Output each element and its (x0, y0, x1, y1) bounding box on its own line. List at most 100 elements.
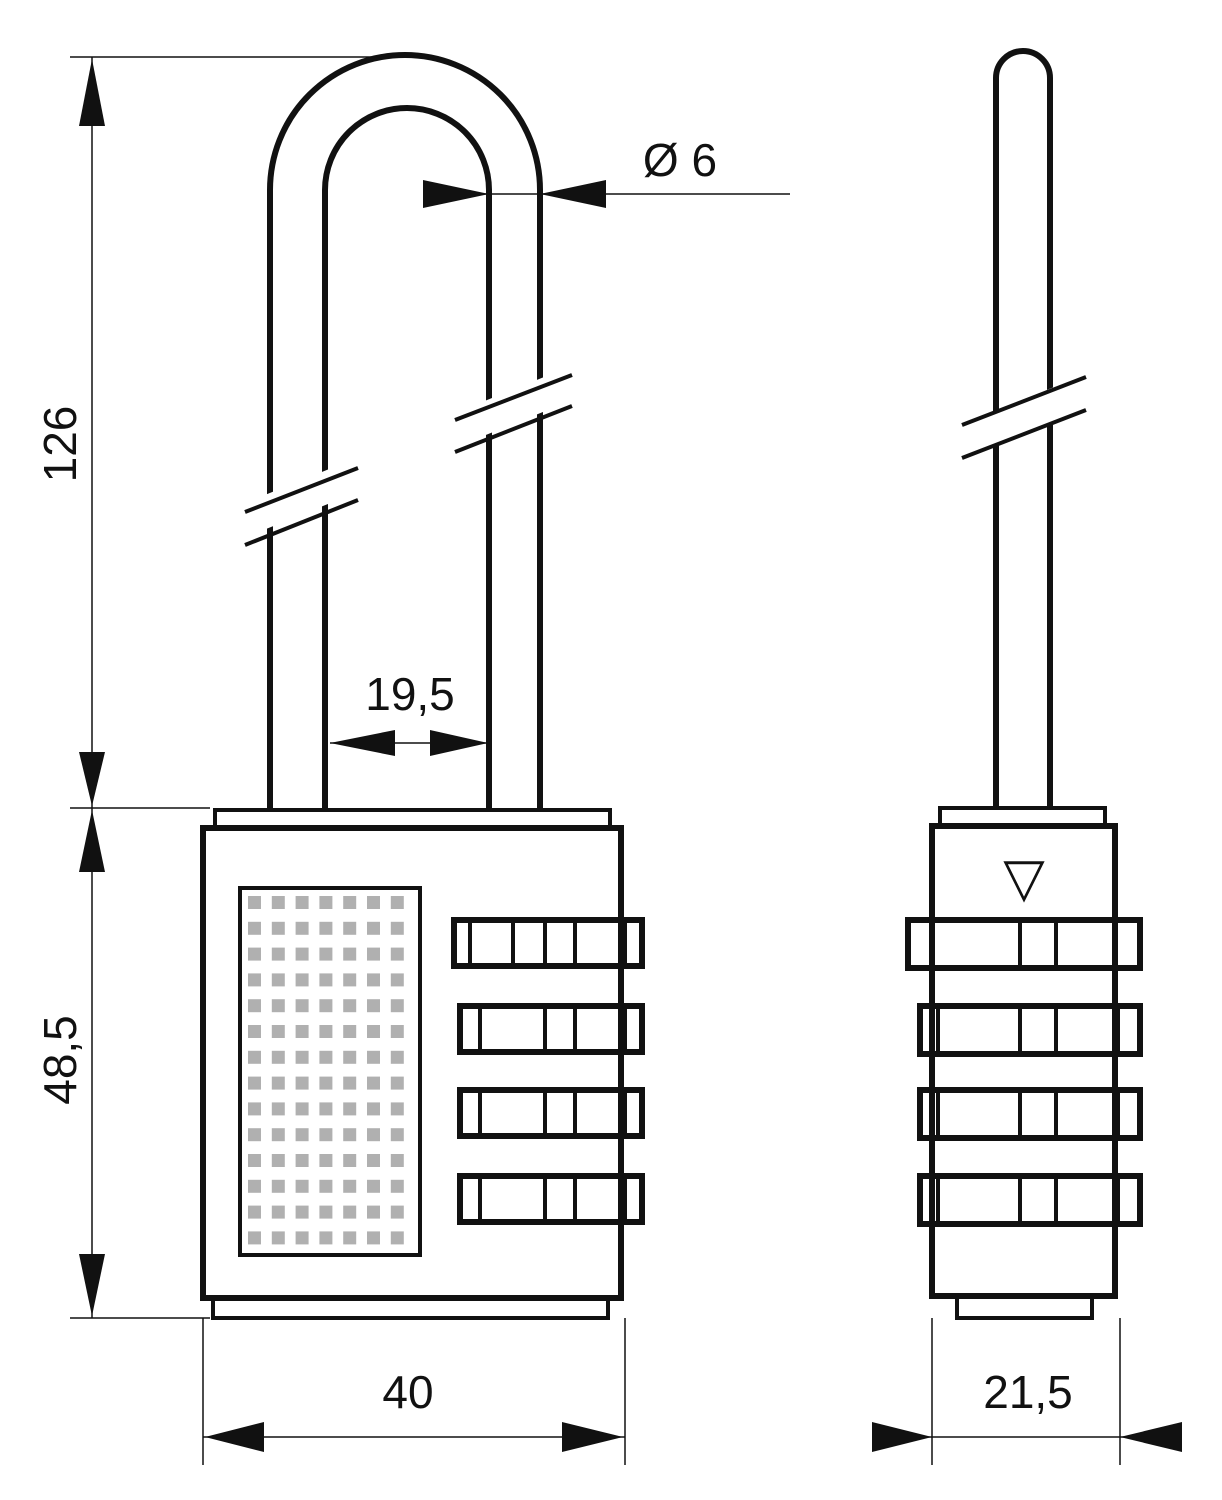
grip-square (343, 1050, 357, 1064)
label-body-depth: 21,5 (983, 1366, 1073, 1418)
grip-square (271, 999, 285, 1013)
label-body-width: 40 (382, 1366, 433, 1418)
grip-square (271, 1076, 285, 1090)
grip-square (343, 1076, 357, 1090)
grip-square (248, 1025, 261, 1038)
grip-square (248, 1102, 261, 1116)
lock-body (200, 825, 624, 1301)
grip-square (271, 1154, 285, 1167)
label-shackle-inner-width: 19,5 (365, 668, 455, 720)
grip-square (271, 973, 285, 987)
grip-square (367, 999, 380, 1013)
grip-square (271, 1128, 285, 1142)
grip-square (248, 1231, 261, 1245)
grip-square (248, 1076, 261, 1090)
grip-square (367, 973, 380, 987)
grip-square (343, 1128, 357, 1142)
grip-square (319, 1231, 333, 1245)
side-shackle-break (958, 375, 1092, 460)
grip-square (367, 1102, 380, 1116)
grip-panel (238, 886, 422, 1257)
grip-square (390, 1102, 404, 1116)
side-shackle (993, 48, 1053, 810)
grip-square (319, 921, 333, 935)
wheel-front-1 (451, 917, 645, 969)
shackle-outer (267, 52, 543, 808)
grip-square (367, 1231, 380, 1245)
grip-square (390, 947, 404, 961)
grip-square (271, 1205, 285, 1219)
grip-square (343, 896, 357, 909)
grip-square (343, 1102, 357, 1116)
grip-texture (248, 896, 404, 1245)
dim-shackle-inner-width: 19,5 (330, 668, 488, 756)
grip-square (295, 1154, 309, 1167)
grip-square (319, 1076, 333, 1090)
grip-square (271, 1102, 285, 1116)
shackle-inner (322, 105, 492, 808)
wheel-front-3 (457, 1087, 645, 1139)
label-shackle-length: 126 (34, 406, 86, 483)
grip-square (319, 1154, 333, 1167)
grip-square (367, 1050, 380, 1064)
grip-square (367, 947, 380, 961)
grip-square (367, 896, 380, 909)
grip-square (248, 896, 261, 909)
combination-wheels-side (905, 917, 1143, 1227)
grip-square (367, 1076, 380, 1090)
grip-square (390, 1050, 404, 1064)
grip-square (271, 1025, 285, 1038)
grip-square (319, 1179, 333, 1193)
grip-square (343, 1205, 357, 1219)
grip-square (343, 921, 357, 935)
dim-body-depth: 21,5 (872, 1366, 1182, 1452)
wheel-side-1 (905, 917, 1143, 971)
shackle-break-right (448, 366, 582, 454)
grip-square (248, 1154, 261, 1167)
dim-body-height: 48,5 (34, 808, 105, 1318)
grip-square (248, 921, 261, 935)
grip-square (343, 973, 357, 987)
grip-square (390, 921, 404, 935)
grip-square (271, 1179, 285, 1193)
wheel-side-2 (917, 1003, 1143, 1057)
grip-square (367, 1154, 380, 1167)
grip-square (248, 1050, 261, 1064)
grip-square (390, 1128, 404, 1142)
grip-square (295, 1025, 309, 1038)
grip-square (367, 1179, 380, 1193)
grip-square (343, 1154, 357, 1167)
dim-body-width: 40 (203, 1366, 625, 1452)
dimension-lines: 126 48,5 19,5 Ø 6 40 (34, 56, 1182, 1465)
dim-shackle-length: 126 (34, 57, 105, 808)
grip-square (271, 921, 285, 935)
grip-square (343, 999, 357, 1013)
grip-square (248, 947, 261, 961)
grip-square (390, 1179, 404, 1193)
grip-square (295, 999, 309, 1013)
grip-square (390, 1025, 404, 1038)
wheel-front-4 (457, 1173, 645, 1225)
side-bottom-plate (955, 1294, 1094, 1320)
grip-square (295, 1231, 309, 1245)
grip-square (295, 973, 309, 987)
front-view (200, 52, 645, 1320)
grip-square (367, 1205, 380, 1219)
grip-square (367, 921, 380, 935)
grip-square (367, 1025, 380, 1038)
combination-wheels-front (451, 917, 645, 1225)
wheel-front-2 (457, 1003, 645, 1055)
grip-square (295, 1179, 309, 1193)
grip-square (271, 947, 285, 961)
grip-square (390, 973, 404, 987)
wheel-side-3 (917, 1087, 1143, 1141)
side-view: ▽ (905, 48, 1143, 1320)
grip-square (271, 896, 285, 909)
grip-square (343, 1179, 357, 1193)
grip-square (295, 1050, 309, 1064)
grip-square (248, 1205, 261, 1219)
grip-square (319, 1128, 333, 1142)
grip-square (319, 1102, 333, 1116)
grip-square (248, 973, 261, 987)
